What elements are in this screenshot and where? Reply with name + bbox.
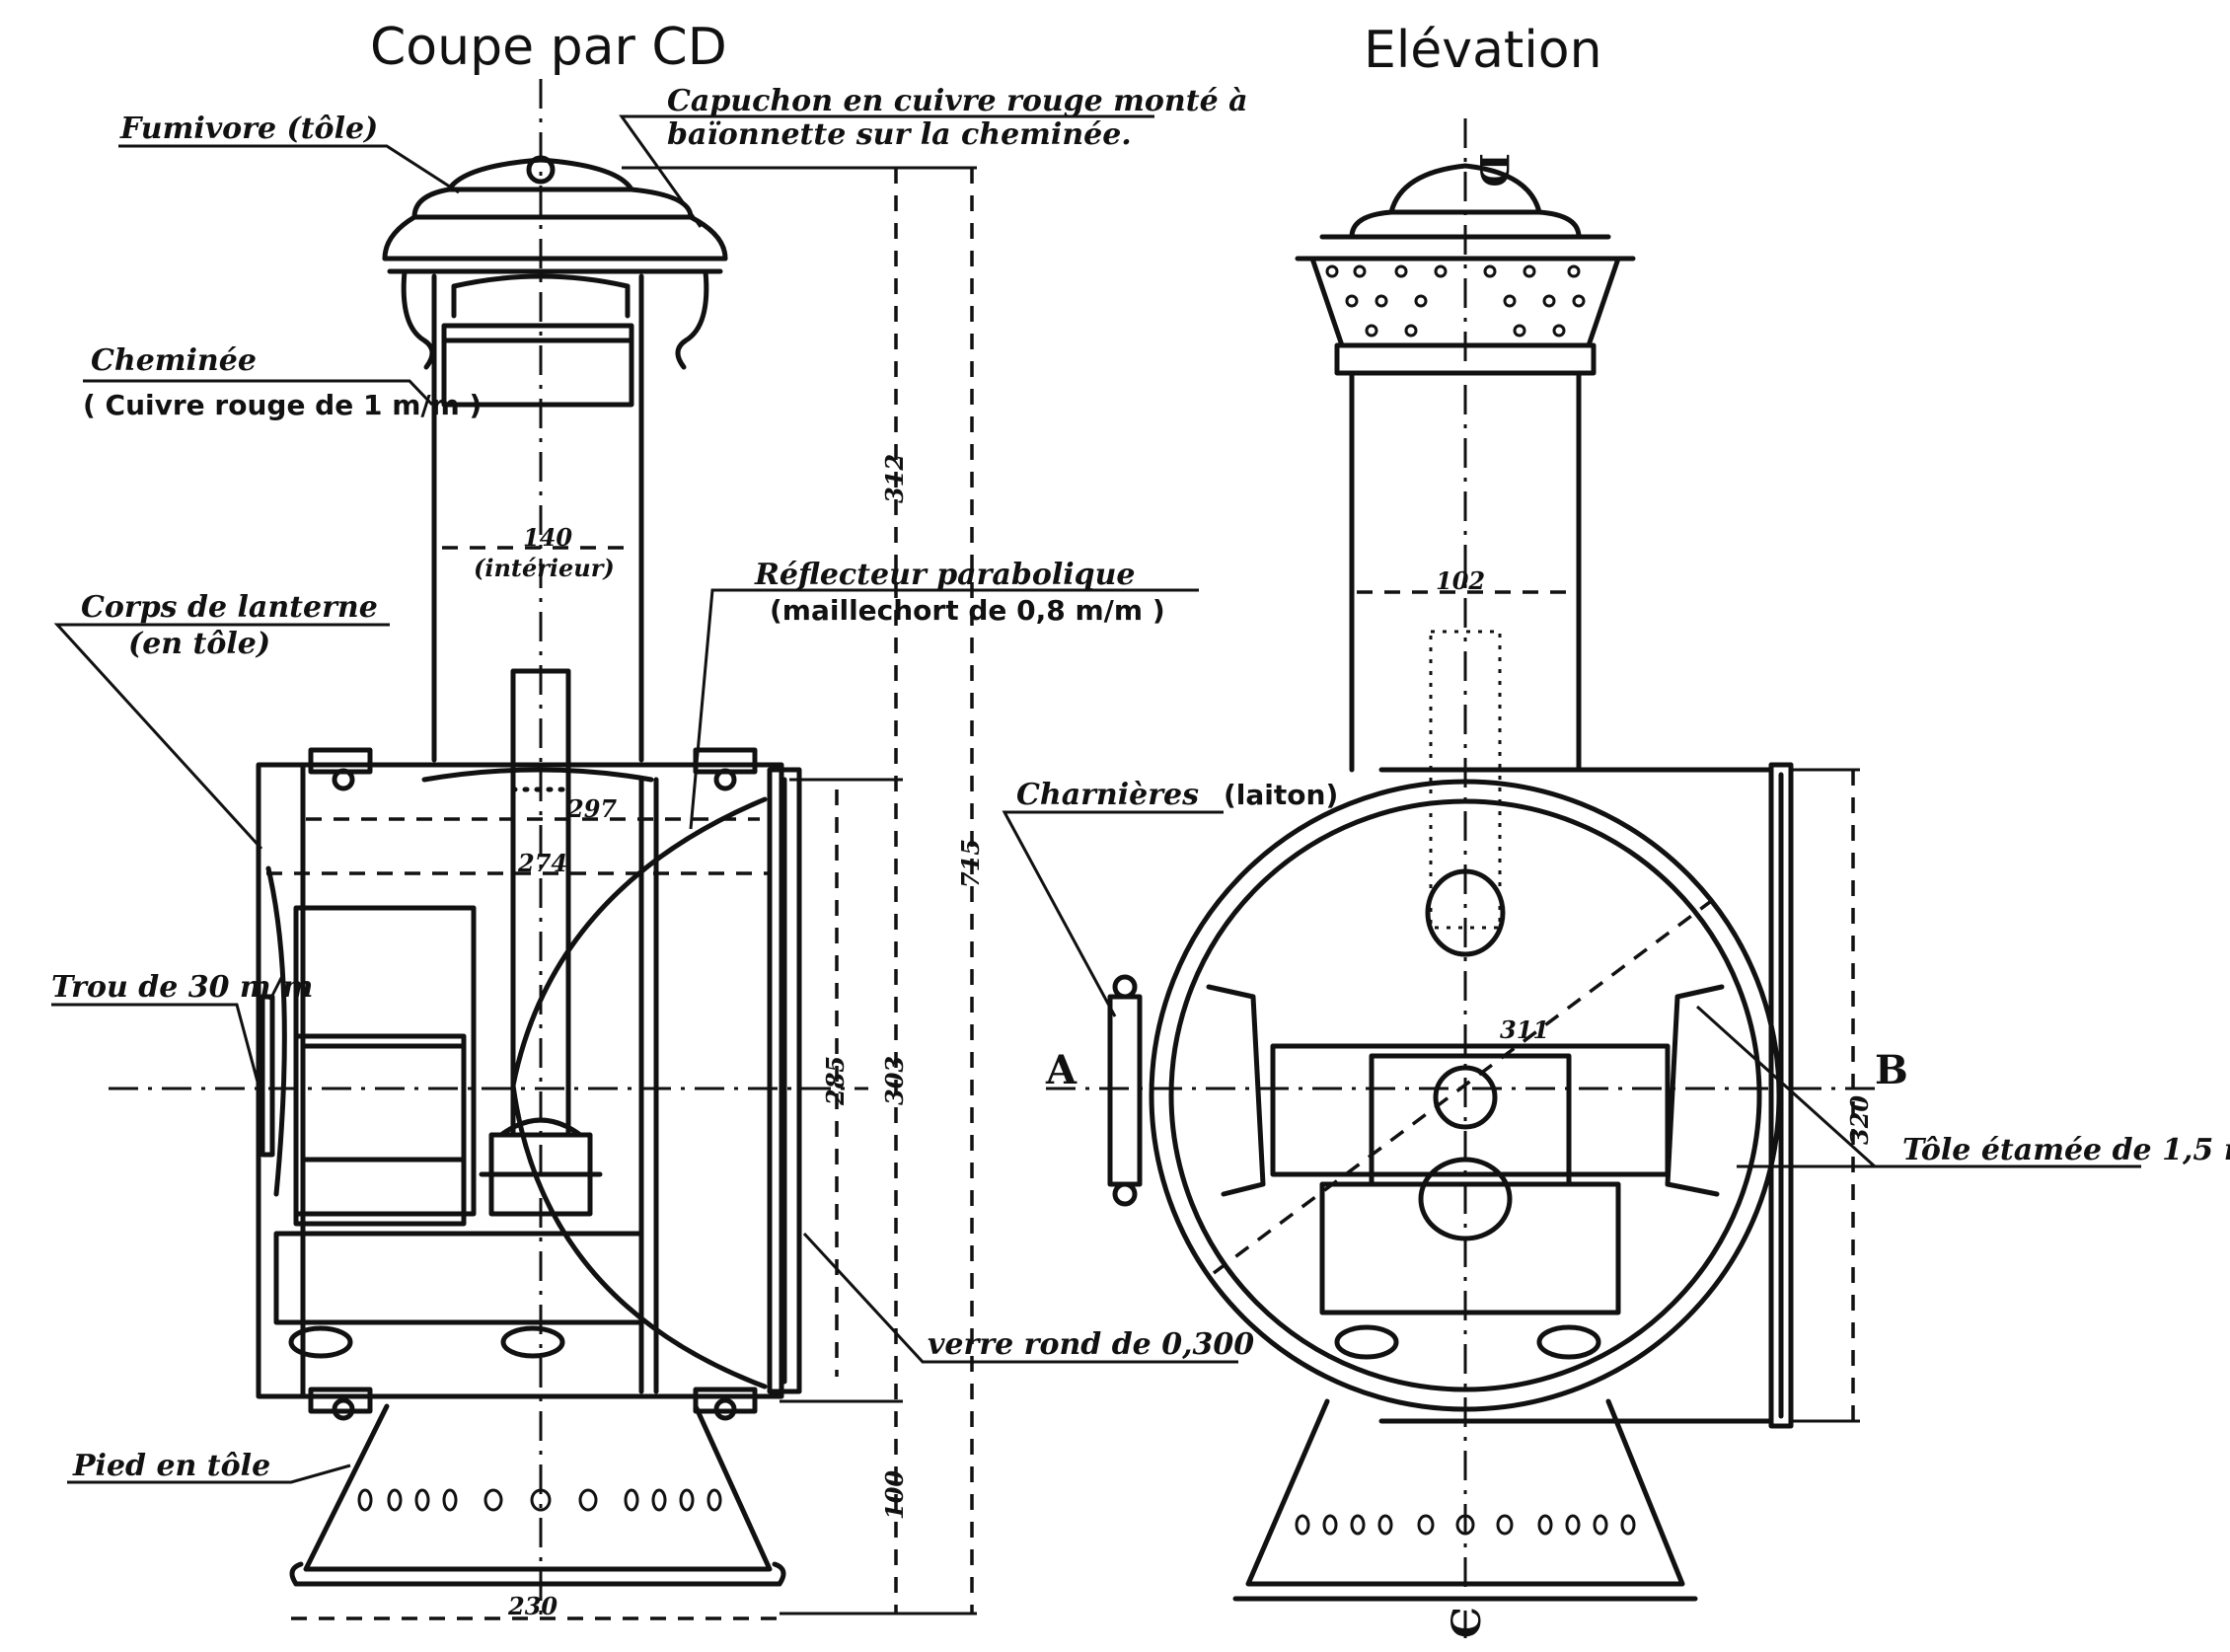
- label-reflecteur-line1: Réflecteur parabolique: [754, 558, 1136, 592]
- label-corps-line1: Corps de lanterne: [81, 590, 378, 625]
- label-reflecteur-line2: (maillechort de 0,8 m/m ): [770, 594, 1165, 627]
- label-pied: Pied en tôle: [72, 1449, 270, 1483]
- section-labels: Fumivore (tôle) Capuchon en cuivre rouge…: [51, 84, 1254, 1484]
- elevation-view: 102 311 320: [1045, 118, 1908, 1638]
- section-letter-a: A: [1045, 1047, 1078, 1093]
- cap-vent-holes: [1325, 264, 1586, 338]
- dim-height-312: 312: [880, 454, 909, 503]
- label-verre: verre rond de 0,300: [928, 1327, 1254, 1362]
- label-charnieres-material: (laiton): [1224, 779, 1338, 811]
- label-tole-etamee: Tôle étamée de 1,5 m/m: [1902, 1133, 2230, 1167]
- label-corps-line2: (en tôle): [128, 627, 270, 661]
- foot-vent-holes: [357, 1488, 722, 1512]
- elevation-view-title: Elévation: [1364, 21, 1602, 80]
- label-cheminee: Cheminée: [91, 343, 257, 378]
- dim-foot-width: 230: [507, 1592, 558, 1620]
- elevation-labels: Charnières (laiton) Tôle étamée de 1,5 m…: [1002, 778, 2230, 1168]
- section-view-title: Coupe par CD: [370, 18, 727, 77]
- label-capuchon-line2: baïonnette sur la cheminée.: [667, 117, 1132, 152]
- dim-body-297: 297: [566, 794, 617, 823]
- label-capuchon-line1: Capuchon en cuivre rouge monté à: [667, 84, 1248, 118]
- dim-height-285: 285: [821, 1056, 850, 1106]
- label-charnieres: Charnières: [1016, 778, 1199, 812]
- dim-elev-chimney: 102: [1436, 566, 1485, 595]
- lantern-foot: [303, 1403, 773, 1572]
- dim-elev-diameter: 311: [1500, 1015, 1549, 1044]
- elevation-foot-vent-holes: [1295, 1514, 1636, 1536]
- dim-chimney-interior-note: (intérieur): [474, 554, 615, 582]
- label-fumivore: Fumivore (tôle): [119, 112, 378, 146]
- label-trou: Trou de 30 m/m: [51, 970, 313, 1005]
- hinge: [1107, 994, 1143, 1187]
- lantern-door-ring: [1149, 779, 1782, 1412]
- dim-height-715: 715: [956, 839, 985, 888]
- dim-body-274: 274: [517, 849, 567, 877]
- dim-foot-height: 100: [880, 1470, 909, 1520]
- section-letter-b: B: [1875, 1047, 1908, 1093]
- dim-height-303: 303: [880, 1056, 909, 1105]
- dim-elev-height: 320: [1845, 1095, 1874, 1145]
- section-view: 140 (intérieur): [109, 79, 985, 1620]
- section-letter-c: C: [1444, 1607, 1490, 1638]
- label-cheminee-material: ( Cuivre rouge de 1 m/m ): [83, 389, 482, 421]
- glass-frame: [767, 767, 802, 1394]
- dim-chimney-interior: 140: [523, 523, 572, 552]
- section-letter-d: D: [1470, 153, 1517, 188]
